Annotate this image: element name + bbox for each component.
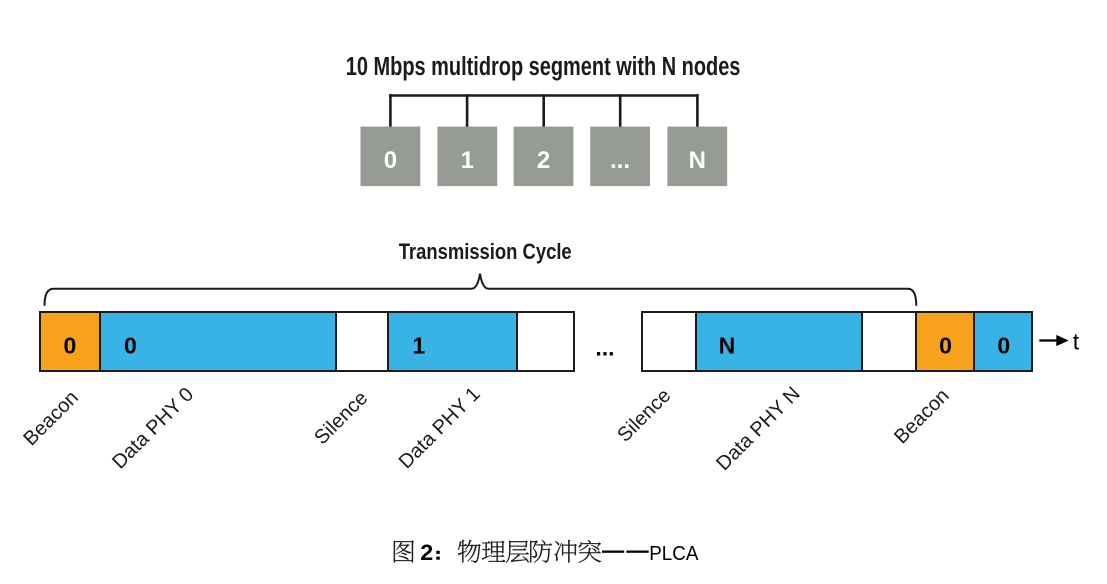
svg-text:N: N (689, 147, 706, 174)
svg-text:PLCA: PLCA (649, 542, 698, 565)
svg-text:t: t (1073, 329, 1080, 355)
svg-text:0: 0 (124, 333, 137, 359)
svg-text:10 Mbps multidrop segment with: 10 Mbps multidrop segment with N nodes (346, 53, 741, 81)
svg-text:N: N (719, 333, 736, 359)
svg-text:0: 0 (939, 333, 952, 359)
svg-text:0: 0 (997, 333, 1010, 359)
svg-text:1: 1 (461, 147, 474, 174)
svg-text:...: ... (610, 147, 630, 174)
svg-text:2: 2 (537, 147, 550, 174)
svg-text:Transmission Cycle: Transmission Cycle (399, 239, 572, 264)
svg-text:0: 0 (64, 333, 77, 359)
svg-text:0: 0 (384, 147, 397, 174)
svg-text:1: 1 (412, 333, 425, 359)
svg-text:...: ... (595, 335, 614, 361)
svg-text:2: 2 (420, 540, 433, 565)
